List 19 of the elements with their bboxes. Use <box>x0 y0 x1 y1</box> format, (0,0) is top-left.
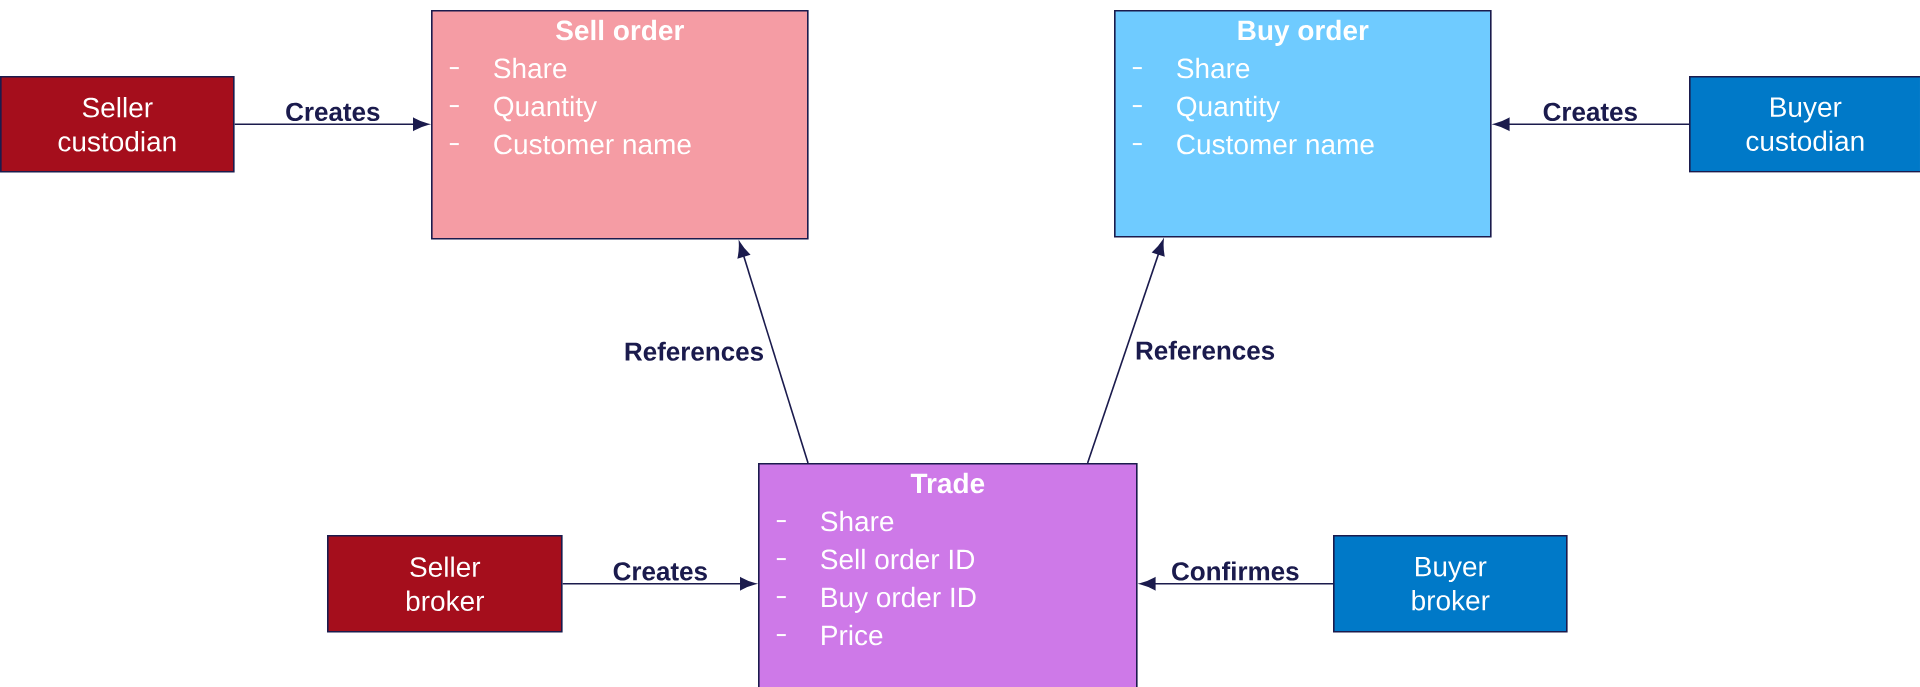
edge-label: Creates <box>286 102 380 122</box>
actor-box: Buyer custodian <box>1689 76 1920 173</box>
arrow <box>1086 239 1165 464</box>
entity-box: Sell order Share Quantity Customer name <box>431 10 809 240</box>
arrow <box>737 241 809 464</box>
edge-label: References <box>625 341 763 361</box>
edge-label: Creates <box>613 562 707 581</box>
edge-label: References <box>1136 340 1275 360</box>
edge-label: Creates <box>1543 102 1637 122</box>
arrow <box>1140 577 1334 591</box>
edge-label: Confirmes <box>1172 561 1299 581</box>
arrow <box>1494 117 1690 131</box>
actor-box: Seller custodian <box>0 76 235 173</box>
actor-box: Seller broker <box>327 535 563 633</box>
arrow <box>561 577 756 591</box>
arrow <box>233 117 429 131</box>
entity-box: Trade Share Sell order ID Buy order ID Price <box>758 463 1138 687</box>
actor-box: Buyer broker <box>1333 535 1568 633</box>
entity-box: Buy order Share Quantity Customer name <box>1114 10 1492 238</box>
